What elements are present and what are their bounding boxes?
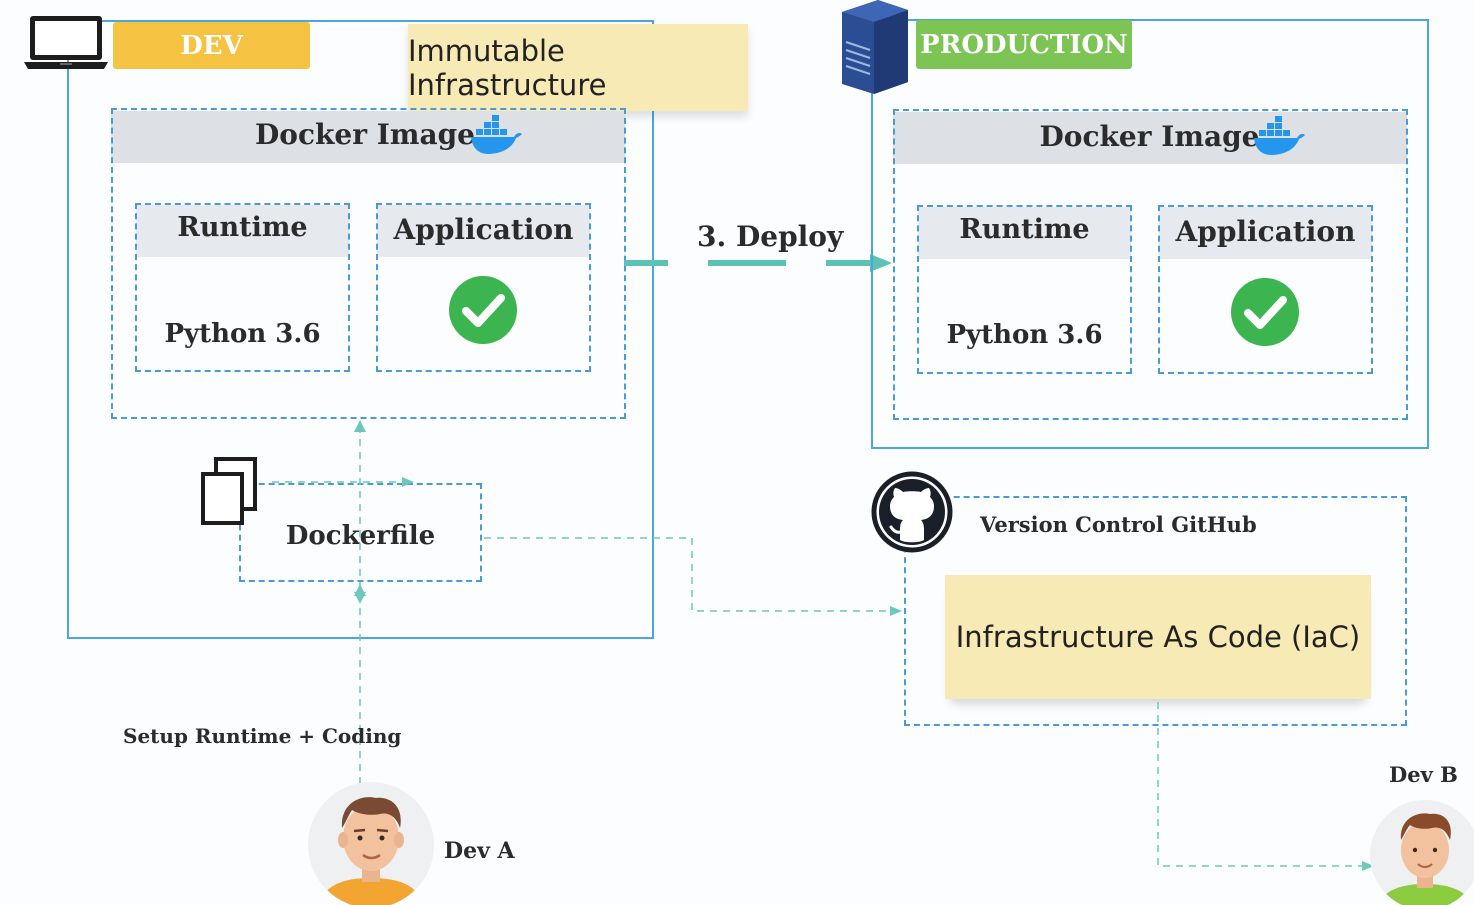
github-icon — [871, 471, 953, 553]
github-box — [904, 496, 1407, 726]
prod-runtime-title: Runtime — [959, 213, 1090, 245]
files-copy-icon-front — [201, 457, 257, 525]
dev-application-header — [377, 205, 590, 257]
iac-note: Infrastructure As Code (IaC) — [945, 575, 1371, 699]
docker-whale-icon — [471, 115, 522, 154]
dev-a-label: Dev A — [444, 838, 515, 864]
dev-application-box — [376, 203, 591, 372]
production-tag: PRODUCTION — [916, 20, 1132, 69]
dev-docker-image-header — [111, 111, 625, 163]
prod-application-box — [1158, 205, 1373, 374]
prod-docker-image-title: Docker Image — [1039, 119, 1260, 153]
setup-runtime-label: Setup Runtime + Coding — [123, 724, 402, 748]
dev-b-label: Dev B — [1389, 762, 1458, 787]
server-icon — [842, 0, 908, 94]
dev-runtime-value: Python 3.6 — [164, 319, 321, 349]
dev-runtime-title: Runtime — [177, 211, 308, 243]
prod-application-title: Application — [1175, 214, 1356, 248]
prod-runtime-value: Python 3.6 — [946, 320, 1103, 350]
dev-application-title: Application — [393, 212, 574, 246]
prod-runtime-header — [918, 207, 1131, 259]
dev-docker-image-title: Docker Image — [255, 117, 475, 151]
dev-b-avatar — [1370, 800, 1474, 905]
github-title: Version Control GitHub — [980, 512, 1257, 537]
prod-docker-image-header — [893, 112, 1407, 164]
dev-check-icon — [449, 276, 517, 344]
dev-a-avatar — [308, 782, 434, 905]
production-environment-box — [871, 19, 1429, 449]
prod-check-icon — [1231, 278, 1299, 346]
docker-whale-icon — [1254, 116, 1305, 155]
prod-runtime-box — [917, 205, 1132, 374]
deploy-arrow — [624, 254, 892, 272]
prod-application-header — [1159, 207, 1372, 259]
laptop-icon — [24, 16, 108, 69]
dev-tag: DEV — [113, 22, 310, 69]
immutable-infrastructure-note: Immutable Infrastructure — [408, 24, 748, 111]
dev-runtime-header — [136, 205, 349, 257]
prod-docker-image-box — [893, 109, 1408, 420]
deploy-label: 3. Deploy — [697, 220, 844, 253]
dev-runtime-box — [135, 203, 350, 372]
